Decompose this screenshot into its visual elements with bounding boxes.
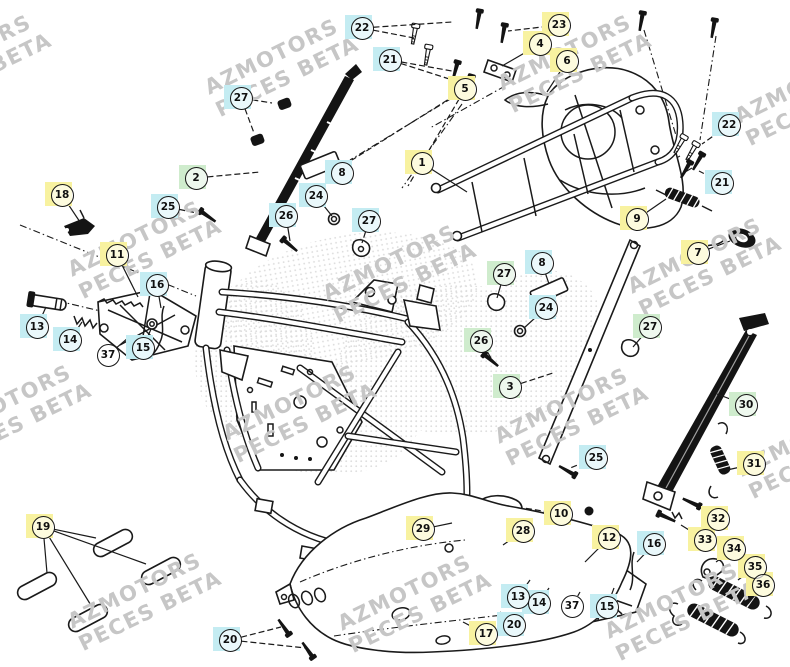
callout-1[interactable]: 1 — [411, 152, 434, 175]
callout-32[interactable]: 32 — [707, 508, 730, 531]
callout-25[interactable]: 25 — [157, 196, 180, 219]
callout-12[interactable]: 12 — [598, 527, 621, 550]
callout-27[interactable]: 27 — [358, 210, 381, 233]
callout-30[interactable]: 30 — [735, 394, 758, 417]
callout-17[interactable]: 17 — [475, 623, 498, 646]
callout-34[interactable]: 34 — [723, 538, 746, 561]
callout-18[interactable]: 18 — [51, 184, 74, 207]
callout-22[interactable]: 22 — [718, 114, 741, 137]
callout-2[interactable]: 2 — [185, 167, 208, 190]
callout-10[interactable]: 10 — [550, 503, 573, 526]
callout-15[interactable]: 15 — [596, 596, 619, 619]
callout-26[interactable]: 26 — [470, 330, 493, 353]
callout-13[interactable]: 13 — [26, 316, 49, 339]
callout-14[interactable]: 14 — [528, 592, 551, 615]
callout-27[interactable]: 27 — [230, 87, 253, 110]
callout-16[interactable]: 16 — [146, 274, 169, 297]
callout-14[interactable]: 14 — [59, 329, 82, 352]
callout-20[interactable]: 20 — [219, 629, 242, 652]
callout-11[interactable]: 11 — [106, 244, 129, 267]
callout-9[interactable]: 9 — [626, 208, 649, 231]
callout-3[interactable]: 3 — [499, 376, 522, 399]
callout-19[interactable]: 19 — [32, 516, 55, 539]
callout-13[interactable]: 13 — [507, 586, 530, 609]
callout-16[interactable]: 16 — [643, 533, 666, 556]
callout-29[interactable]: 29 — [412, 518, 435, 541]
callout-26[interactable]: 26 — [275, 205, 298, 228]
callout-37[interactable]: 37 — [97, 344, 120, 367]
callout-7[interactable]: 7 — [687, 242, 710, 265]
callout-15[interactable]: 15 — [132, 337, 155, 360]
callout-6[interactable]: 6 — [556, 50, 579, 73]
callout-8[interactable]: 8 — [531, 252, 554, 275]
callout-21[interactable]: 21 — [711, 172, 734, 195]
callout-36[interactable]: 36 — [752, 574, 775, 597]
callout-27[interactable]: 27 — [493, 263, 516, 286]
callout-25[interactable]: 25 — [585, 447, 608, 470]
callout-23[interactable]: 23 — [548, 14, 571, 37]
callout-22[interactable]: 22 — [351, 17, 374, 40]
callout-33[interactable]: 33 — [694, 529, 717, 552]
callout-21[interactable]: 21 — [379, 49, 402, 72]
callout-24[interactable]: 24 — [305, 185, 328, 208]
callout-24[interactable]: 24 — [535, 297, 558, 320]
callout-4[interactable]: 4 — [529, 33, 552, 56]
callout-28[interactable]: 28 — [512, 520, 535, 543]
callout-37[interactable]: 37 — [561, 595, 584, 618]
callout-27[interactable]: 27 — [639, 316, 662, 339]
callout-31[interactable]: 31 — [743, 453, 766, 476]
callout-20[interactable]: 20 — [503, 614, 526, 637]
callout-5[interactable]: 5 — [454, 78, 477, 101]
callout-8[interactable]: 8 — [331, 162, 354, 185]
